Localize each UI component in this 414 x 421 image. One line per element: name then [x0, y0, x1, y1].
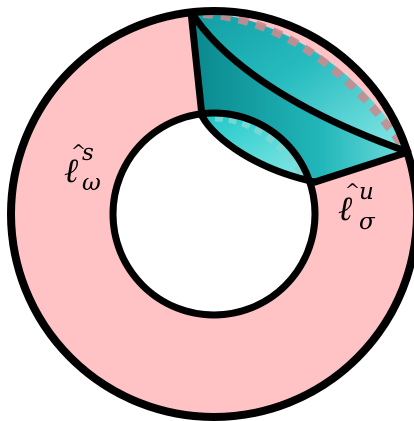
teal-right-edge: [311, 148, 412, 186]
svg-text:σ: σ: [359, 209, 376, 235]
inner-boundary-circle: [109, 109, 319, 319]
teal-outer-curve: [187, 8, 412, 156]
svg-text:ℓ: ℓ: [338, 189, 352, 229]
teal-inner-curve: [198, 112, 319, 186]
label-right: ℓ ^ u σ: [338, 179, 376, 235]
dashed-outer-arc: [202, 10, 408, 151]
outer-boundary-circle: [7, 7, 414, 421]
svg-text:ω: ω: [82, 170, 101, 196]
svg-text:s: s: [82, 140, 94, 166]
svg-text:^: ^: [71, 141, 86, 162]
svg-text:u: u: [359, 179, 374, 205]
teal-outer-lens: [191, 12, 408, 152]
label-left: ℓ ^ s ω: [64, 140, 101, 196]
teal-inner-lens: [202, 115, 315, 182]
svg-text:ℓ: ℓ: [64, 151, 78, 191]
svg-text:^: ^: [345, 180, 360, 201]
teal-left-edge: [187, 8, 206, 120]
